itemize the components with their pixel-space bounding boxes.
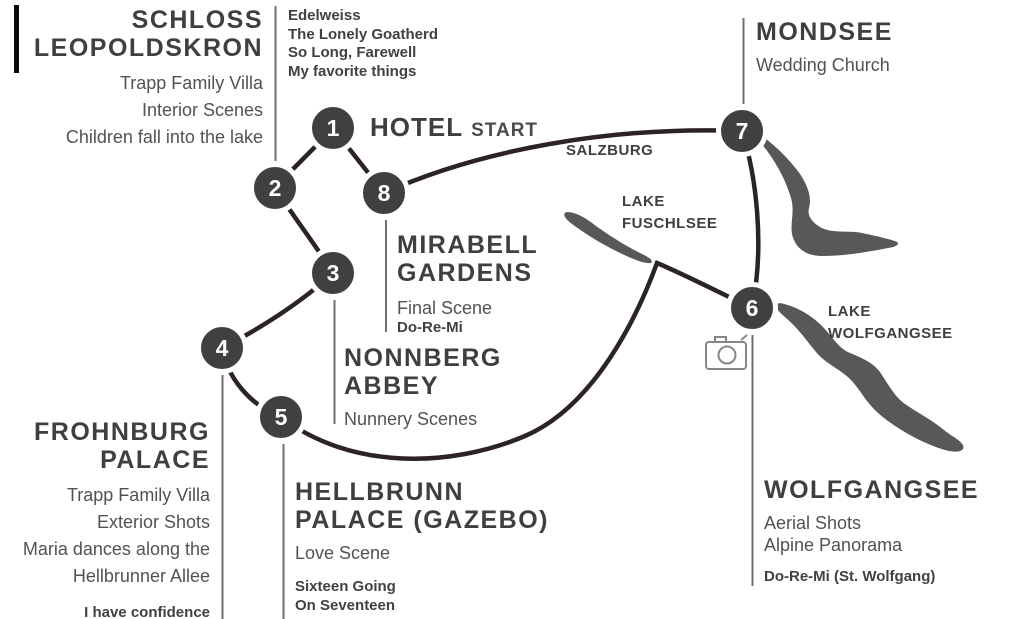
location-nonnberg-abbey: NONNBERG ABBEY Nunnery Scenes xyxy=(344,344,502,430)
geo-label-line: FUSCHLSEE xyxy=(622,215,718,232)
lake-mondsee-shape xyxy=(760,136,898,256)
scene-line: Interior Scenes xyxy=(141,100,263,120)
location-title: WOLFGANGSEE xyxy=(764,476,980,504)
geo-label-lake-fuschlsee: LAKE FUSCHLSEE xyxy=(622,191,717,235)
stop-marker-5[interactable]: 5 xyxy=(255,391,307,443)
stop-number: 1 xyxy=(326,114,340,141)
scene-line: Wedding Church xyxy=(756,55,890,75)
route-8-7 xyxy=(381,128,745,196)
stop-number: 7 xyxy=(735,117,749,144)
start-label-text: START xyxy=(471,120,539,141)
location-title: LEOPOLDSKRON xyxy=(33,34,263,62)
stop-number: 6 xyxy=(745,294,759,321)
location-mirabell-gardens: MIRABELL GARDENS Final Scene Do-Re-Mi xyxy=(397,231,538,338)
stop-number: 4 xyxy=(215,334,229,361)
lake-wolfgangsee-shape xyxy=(776,303,964,452)
corner-bar xyxy=(14,5,19,73)
stop-marker-3[interactable]: 3 xyxy=(307,247,359,299)
location-title: GARDENS xyxy=(397,259,533,287)
geo-label-lake-wolfgangsee: LAKE WOLFGANGSEE xyxy=(828,301,953,345)
location-title: FROHNBURG xyxy=(34,418,210,446)
scene-line: Hellbrunner Allee xyxy=(72,566,210,586)
location-frohnburg-palace: FROHNBURG PALACE Trapp Family Villa Exte… xyxy=(23,418,210,619)
song-line: Sixteen Going xyxy=(295,578,396,595)
stop-marker-4[interactable]: 4 xyxy=(196,322,248,374)
stop-marker-6[interactable]: 6 xyxy=(726,282,778,334)
location-mondsee: MONDSEE Wedding Church xyxy=(756,18,893,79)
hotel-start-label: HOTEL START xyxy=(370,112,538,143)
scene-line: Exterior Shots xyxy=(96,512,210,532)
song-line: Do-Re-Mi (St. Wolfgang) xyxy=(764,568,936,585)
stop-marker-8[interactable]: 8 xyxy=(358,167,410,219)
stop-number: 2 xyxy=(268,174,282,201)
song-line: On Seventeen xyxy=(295,596,396,614)
scene-line: Nunnery Scenes xyxy=(344,409,478,429)
location-title: SCHLOSS xyxy=(131,6,263,34)
stop-number: 3 xyxy=(326,259,340,286)
geo-label-salzburg: SALZBURG xyxy=(566,142,654,159)
hotel-label-text: HOTEL xyxy=(370,112,464,142)
location-title: NONNBERG xyxy=(344,344,502,372)
stop-marker-7[interactable]: 7 xyxy=(716,105,768,157)
song-line: Edelweiss xyxy=(288,7,361,24)
location-title: HELLBRUNN xyxy=(295,478,465,506)
location-hellbrunn-palace: HELLBRUNN PALACE (GAZEBO) Love Scene Six… xyxy=(295,478,549,615)
song-line: I have confidence xyxy=(84,604,210,619)
scene-line: Final Scene xyxy=(397,298,493,318)
scene-line: Maria dances along the xyxy=(22,539,210,559)
song-list-hotel: Edelweiss The Lonely Goatherd So Long, F… xyxy=(288,7,438,81)
song-line: Do-Re-Mi xyxy=(397,319,463,336)
geo-label-line: LAKE xyxy=(622,193,665,210)
stop-marker-2[interactable]: 2 xyxy=(249,162,301,214)
scene-line: Children fall into the lake xyxy=(65,127,263,147)
song-line: The Lonely Goatherd xyxy=(288,25,439,43)
leader-lines xyxy=(221,6,754,619)
stop-number: 8 xyxy=(377,179,391,206)
stop-number: 5 xyxy=(274,403,288,430)
location-title: PALACE xyxy=(100,446,210,474)
location-title: MONDSEE xyxy=(756,18,893,46)
route-5-6 xyxy=(278,260,755,461)
song-line: So Long, Farewell xyxy=(288,44,417,61)
song-line: My favorite things xyxy=(288,62,417,80)
scene-line: Alpine Panorama xyxy=(764,535,903,555)
geo-label-line: LAKE xyxy=(828,303,871,320)
lake-fuschlsee-shape xyxy=(564,212,652,264)
stop-marker-1[interactable]: 1 xyxy=(307,102,359,154)
location-schloss-leopoldskron: SCHLOSS LEOPOLDSKRON Trapp Family Villa … xyxy=(34,6,263,151)
scene-line: Love Scene xyxy=(295,543,391,563)
location-wolfgangsee: WOLFGANGSEE Aerial Shots Alpine Panorama… xyxy=(764,476,979,587)
location-title: ABBEY xyxy=(344,372,440,400)
camera-icon xyxy=(705,334,748,370)
scene-line: Aerial Shots xyxy=(764,513,862,533)
geo-label-line: WOLFGANGSEE xyxy=(828,325,953,342)
scene-line: Trapp Family Villa xyxy=(66,485,210,505)
location-title: PALACE (GAZEBO) xyxy=(295,506,549,534)
scene-line: Trapp Family Villa xyxy=(119,73,263,93)
location-title: MIRABELL xyxy=(397,231,539,259)
